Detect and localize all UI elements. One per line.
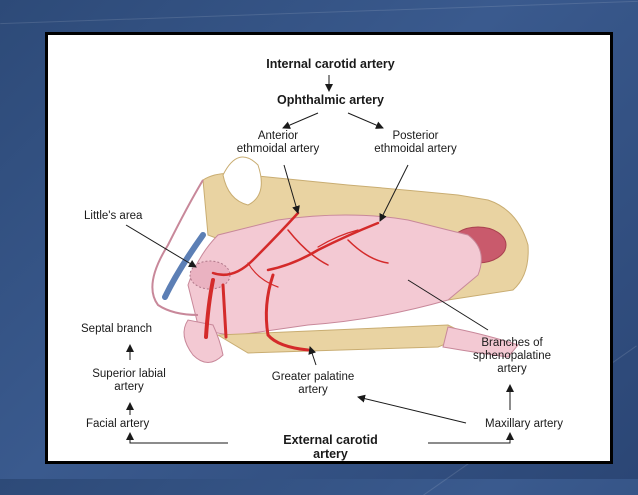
- arrow-external-to-facial: [126, 432, 228, 444]
- nasal-cavity-diagram: [125, 75, 529, 444]
- artery-branch-line: [247, 262, 279, 288]
- nasal-bone: [162, 232, 206, 300]
- label-posterior-ethmoidal: Posterior ethmoidal artery: [374, 130, 457, 155]
- background-decor-line: [0, 0, 638, 25]
- arrow-ophthalmic-to-posterior: [347, 112, 384, 129]
- artery-branch-line: [287, 229, 329, 266]
- frontal-sinus: [222, 156, 262, 206]
- septal-branch-artery-line: [204, 278, 215, 339]
- vertical-artery-line: [221, 283, 228, 339]
- arrow-sphenopalatine: [407, 279, 489, 331]
- label-littles-area: Little's area: [84, 210, 143, 222]
- label-superior-labial: Superior labial artery: [92, 368, 166, 393]
- arrow-ophthalmic-to-anterior: [282, 112, 319, 129]
- posterior-ethmoidal-artery-line: [266, 221, 380, 272]
- greater-palatine-artery-line: [264, 273, 310, 352]
- soft-palate: [442, 326, 519, 358]
- label-facial: Facial artery: [86, 418, 150, 430]
- label-ophthalmic: Ophthalmic artery: [277, 93, 384, 107]
- label-internal-carotid: Internal carotid artery: [266, 57, 395, 71]
- nose-outline: [151, 179, 204, 316]
- arrow-greater-palatine: [308, 346, 317, 366]
- arrow-littles-area: [125, 224, 197, 268]
- label-septal-branch: Septal branch: [81, 323, 152, 335]
- artery-branch-line: [317, 229, 359, 248]
- label-greater-palatine: Greater palatine artery: [271, 371, 355, 396]
- diagram-frame: Internal carotid artery Ophthalmic arter…: [45, 32, 613, 464]
- label-anterior-ethmoidal: Anterior ethmoidal artery: [236, 130, 320, 155]
- nasal-septum-tissue: [187, 214, 482, 336]
- anterior-ethmoidal-artery-line: [211, 211, 300, 277]
- arrow-anterior-to-septum: [283, 164, 300, 214]
- artery-branch-line: [347, 239, 389, 264]
- upper-lip: [183, 319, 224, 363]
- label-external-carotid: External carotid artery: [283, 433, 378, 461]
- arrow-posterior-to-septum: [379, 164, 409, 222]
- arrow-maxillary-to-palatine: [357, 394, 467, 424]
- label-sphenopalatine: Branches of sphenopalatine artery: [472, 337, 551, 375]
- label-maxillary: Maxillary artery: [485, 418, 563, 430]
- arrow-external-to-maxillary: [428, 432, 514, 444]
